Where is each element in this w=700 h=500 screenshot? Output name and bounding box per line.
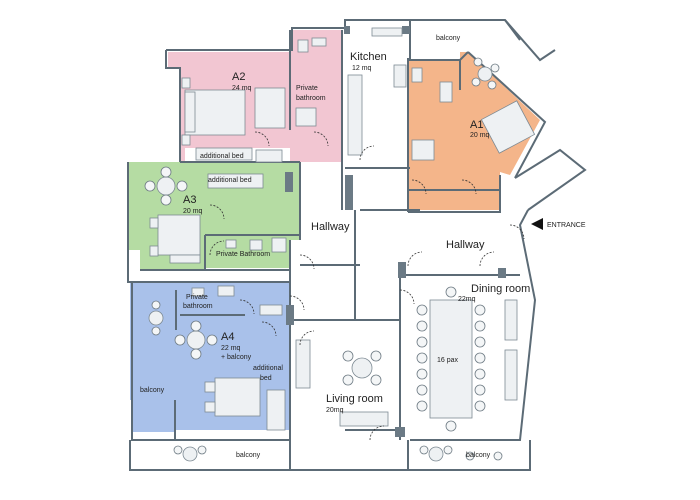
a4-bath-line2: bathroom [183, 303, 213, 310]
a4-bath-line1: Private [186, 294, 208, 301]
entrance-label: ENTRANCE [547, 222, 586, 229]
table-capacity-label: 16 pax [437, 357, 459, 364]
additional-bed-a4-line2: bed [260, 375, 272, 382]
balcony-top-label: balcony [436, 35, 461, 42]
kitchen-area: 12 mq [352, 65, 372, 72]
balcony-bottom-left-label: balcony [236, 452, 261, 459]
dining-room-name: Dining room [471, 283, 530, 295]
additional-bed-a3-label: additional bed [208, 177, 252, 184]
living-room-name: Living room [326, 393, 383, 405]
furniture [144, 27, 536, 462]
door-swing-icon [254, 131, 270, 147]
labels: A2 24 mq Private bathroom Kitchen 12 mq … [140, 35, 586, 459]
additional-bed-a2-label: additional bed [200, 153, 244, 160]
a3-area: 20 mq [183, 208, 203, 215]
doors [209, 131, 525, 441]
a2-bath-line1: Private [296, 85, 318, 92]
hallway-left-label: Hallway [311, 221, 350, 233]
a2-area: 24 mq [232, 85, 252, 92]
dining-room-area: 22mq [458, 296, 476, 303]
shower-icon [295, 107, 317, 127]
additional-bed-a4-line1: additional [253, 365, 283, 372]
a1-area: 20 mq [470, 132, 490, 139]
bed-icon [184, 89, 246, 136]
hallway-right-label: Hallway [446, 239, 485, 251]
a4-area: 22 mq [221, 345, 241, 352]
toilet-icon [297, 39, 309, 53]
a2-name: A2 [232, 71, 245, 83]
table-icon [351, 357, 373, 379]
a2-bath-line2: bathroom [296, 95, 326, 102]
a4-name: A4 [221, 331, 234, 343]
entrance-arrow-icon [531, 218, 543, 230]
a3-bath-label: Private Bathroom [216, 251, 270, 258]
a4-extra: + balcony [221, 354, 252, 361]
a3-name: A3 [183, 194, 196, 206]
walls [127, 19, 587, 471]
balcony-bottom-right-label: balcony [466, 452, 491, 459]
balcony-left-label: balcony [140, 387, 165, 394]
kitchen-name: Kitchen [350, 51, 387, 63]
a1-name: A1 [470, 119, 483, 131]
living-room-area: 20mq [326, 407, 344, 414]
